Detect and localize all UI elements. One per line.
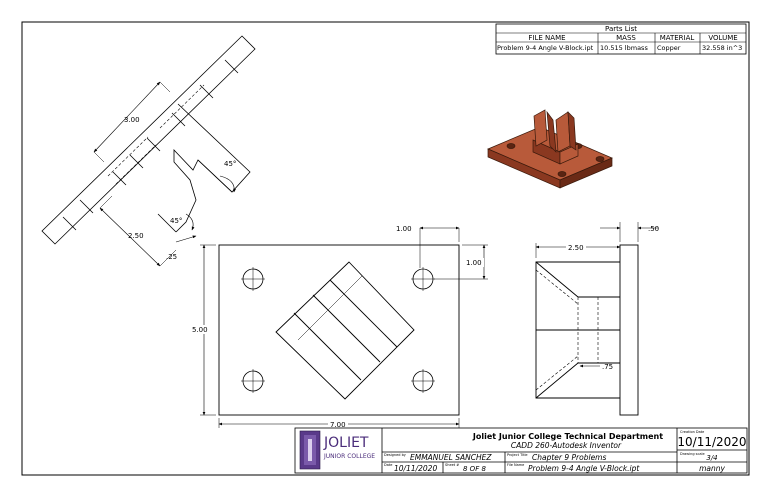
dim-side-slot: .75 [602, 363, 613, 371]
parts-list-cell-volume: 32.558 in^3 [702, 44, 742, 52]
dim-top-width: 7.00 [330, 421, 346, 429]
designed-by-label: Designed by [384, 453, 406, 457]
dim-angle-bottom: 45° [170, 217, 182, 225]
parts-list-cell-mass: 10.515 lbmass [600, 44, 648, 52]
dim-aux-length: 3.00 [124, 116, 140, 124]
top-view-holes [241, 267, 435, 393]
auxiliary-view [41, 35, 256, 267]
sheet-border [21, 21, 750, 476]
school-subtitle: JUNIOR COLLEGE [323, 453, 375, 460]
file-name-label: File Name [507, 463, 524, 467]
parts-list-cell-material: Copper [657, 44, 681, 52]
project-title: Chapter 9 Problems [532, 453, 606, 462]
file-name: Problem 9-4 Angle V-Block.ipt [528, 464, 640, 473]
creation-date: 10/11/2020 [677, 435, 746, 449]
dim-top-hole-y: 1.00 [466, 259, 482, 267]
parts-list-title: Parts List [605, 25, 637, 33]
parts-list-header-volume: VOLUME [708, 34, 737, 42]
date-label: Date [384, 463, 392, 467]
dim-side-width: 2.50 [568, 244, 584, 252]
drawing-scale: 3/4 [706, 454, 717, 462]
dim-top-height: 5.00 [192, 326, 208, 334]
project-label: Project Title [507, 453, 528, 457]
creation-date-label: Creation Date [680, 430, 704, 434]
dim-aux-small: .25 [166, 253, 177, 261]
dim-side-plate: .50 [648, 225, 659, 233]
school-logo [299, 430, 321, 470]
dim-aux-base: 2.50 [128, 232, 144, 240]
sheet-label: Sheet # [445, 463, 459, 467]
parts-list-cell-file: Problem 9-4 Angle V-Block.ipt [497, 44, 594, 52]
course-title: CADD 260-Autodesk Inventor [511, 441, 622, 450]
top-view [200, 226, 488, 428]
title-block [294, 427, 748, 474]
isometric-part [487, 109, 613, 189]
dim-top-hole-x: 1.00 [396, 225, 412, 233]
department-title: Joliet Junior College Technical Departme… [472, 432, 663, 441]
designer-name: EMMANUEL SANCHEZ [410, 453, 492, 462]
parts-list-header-file: FILE NAME [528, 34, 565, 42]
author-name: manny [699, 464, 725, 473]
drawing-date: 10/11/2020 [394, 464, 437, 473]
drawing-scale-label: Drawing scale [680, 452, 705, 456]
dim-angle-top: 45° [224, 160, 236, 168]
parts-list-table: Parts List FILE NAME MASS MATERIAL VOLUM… [495, 23, 747, 55]
parts-list-header-material: MATERIAL [660, 34, 695, 42]
side-view [535, 222, 658, 416]
sheet-number: 8 OF 8 [463, 465, 486, 473]
parts-list-header-mass: MASS [616, 34, 636, 42]
school-name: JOLIET [323, 435, 369, 451]
